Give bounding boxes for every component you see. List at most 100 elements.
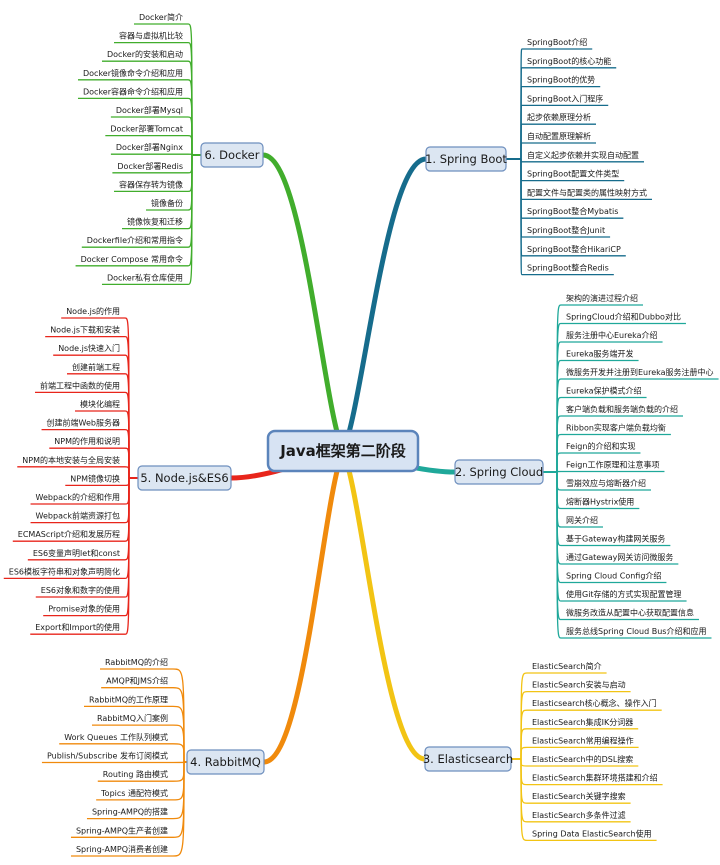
- leaf-label: 镜像备份: [151, 198, 183, 208]
- leaf-label: Docker部署Mysql: [116, 105, 183, 115]
- leaf-springcloud-10[interactable]: 雪崩效应与熔断器介绍: [556, 471, 651, 491]
- branch-node-springcloud[interactable]: 2. Spring Cloud: [454, 459, 544, 485]
- leaf-label: 自动配置原理解析: [527, 131, 591, 141]
- branch-label: 3. Elasticsearch: [423, 752, 513, 766]
- leaf-label: Topics 通配符模式: [100, 788, 168, 798]
- branch-node-docker[interactable]: 6. Docker: [200, 142, 264, 168]
- leaf-rabbitmq-10[interactable]: Spring-AMPQ消费者创建: [70, 761, 185, 857]
- leaf-label: 网关介绍: [566, 515, 598, 525]
- leaf-docker-8[interactable]: Docker部署Redis: [112, 154, 193, 174]
- leaf-label: NPM的本地安装与全局安装: [22, 455, 120, 465]
- leaf-springboot-8[interactable]: 配置文件与配置类的属性映射方式: [520, 158, 652, 201]
- leaf-label: ES6对象和数字的使用: [41, 585, 120, 595]
- center-node[interactable]: Java框架第二阶段: [266, 429, 420, 473]
- leaf-label: Node.js的作用: [66, 306, 120, 316]
- leaf-connector: [172, 761, 185, 820]
- leaf-label: ElasticSearch多条件过滤: [532, 810, 626, 820]
- branch-node-springboot[interactable]: 1. Spring Boot: [425, 146, 507, 172]
- leaf-label: 创建前端工程: [72, 362, 120, 372]
- leaf-label: Spring-AMPQ的搭建: [92, 807, 168, 817]
- leaf-nodejs-8[interactable]: NPM的本地安装与全局安装: [17, 455, 130, 479]
- leaf-label: Docker镜像命令介绍和应用: [83, 68, 183, 78]
- leaf-docker-7[interactable]: Docker部署Nginx: [110, 142, 193, 156]
- leaf-label: Eureka服务端开发: [566, 349, 634, 359]
- leaf-connector: [556, 452, 562, 473]
- leaf-label: ElasticSearch集群环境搭建和介绍: [532, 773, 658, 783]
- leaf-label: 使用Git存储的方式实现配置管理: [566, 589, 682, 599]
- leaf-label: SpringBoot整合Mybatis: [527, 206, 618, 216]
- leaf-label: SpringBoot配置文件类型: [527, 169, 619, 179]
- leaf-connector: [124, 466, 130, 479]
- leaf-springcloud-18[interactable]: 服务总线Spring Cloud Bus介绍和应用: [556, 471, 712, 639]
- leaf-nodejs-12[interactable]: ECMAScript介绍和发展历程: [12, 477, 130, 542]
- leaf-label: Spring Data ElasticSearch使用: [532, 828, 652, 838]
- leaf-label: SpringCloud介绍和Dubbo对比: [566, 312, 681, 322]
- leaf-docker-6[interactable]: Docker部署Tomcat: [105, 124, 193, 156]
- leaf-label: 起步依赖原理分析: [527, 112, 591, 122]
- leaf-nodejs-9[interactable]: NPM镜像切换: [65, 473, 130, 487]
- leaf-label: 架构的演进过程介绍: [566, 293, 638, 303]
- leaf-label: Webpack前端资源打包: [36, 511, 120, 521]
- branch-nodes: 1. Spring Boot 2. Spring Cloud 3. Elastics…: [137, 142, 544, 775]
- leaf-label: Webpack的介绍和作用: [36, 492, 120, 502]
- leaf-elasticsearch-5[interactable]: ElasticSearch中的DSL搜索: [520, 754, 639, 767]
- leaf-label: ES6变量声明let和const: [33, 548, 120, 558]
- branch-node-nodejs[interactable]: 5. Node.js&ES6: [137, 465, 232, 491]
- leaf-springcloud-9[interactable]: Feign工作原理和注意事项: [556, 460, 665, 473]
- leaf-label: 配置文件与配置类的属性映射方式: [527, 187, 647, 197]
- branch-node-elasticsearch[interactable]: 3. Elasticsearch: [423, 746, 513, 772]
- leaf-springboot-5[interactable]: 自动配置原理解析: [520, 131, 596, 160]
- branch-node-box: [186, 749, 265, 775]
- leaf-connector: [172, 761, 185, 764]
- leaf-label: SpringBoot整合HikariCP: [527, 244, 621, 254]
- leaf-label: 镜像恢复和迁移: [127, 217, 183, 227]
- leaf-label: ElasticSearch常用编程操作: [532, 735, 634, 745]
- leaf-docker-14[interactable]: Docker私有仓库使用: [101, 154, 193, 286]
- leaf-label: Ribbon实现客户端负载均衡: [566, 423, 666, 433]
- leaf-rabbitmq-6[interactable]: Routing 路由模式: [97, 761, 185, 782]
- leaf-label: Dockerfile介绍和常用指令: [87, 235, 183, 245]
- leaf-label: 客户端负载和服务端负载的介绍: [566, 404, 678, 414]
- leaf-nodejs-17[interactable]: Export和Import的使用: [30, 477, 130, 635]
- leaf-label: ElasticSearch关键字搜索: [532, 791, 626, 801]
- leaf-label: Spring Cloud Config介绍: [566, 571, 661, 581]
- leaf-elasticsearch-4[interactable]: ElasticSearch常用编程操作: [520, 735, 639, 760]
- leaf-label: SpringBoot整合Redis: [527, 263, 609, 273]
- leaf-connector: [187, 154, 193, 286]
- connector-elasticsearch: [340, 448, 428, 762]
- leaf-springboot-3[interactable]: SpringBoot入门程序: [520, 93, 609, 160]
- leaf-springcloud-8[interactable]: Feign的介绍和实现: [556, 441, 641, 473]
- connector-rabbitmq: [261, 448, 346, 765]
- leaf-connector: [520, 746, 528, 760]
- leaf-elasticsearch-9[interactable]: Spring Data ElasticSearch使用: [520, 758, 657, 842]
- leaf-springboot-12[interactable]: SpringBoot整合Redis: [520, 158, 614, 276]
- leaf-label: AMQP和JMS介绍: [106, 676, 168, 686]
- branch-node-box: [425, 146, 507, 172]
- leaf-label: NPM的作用和说明: [54, 436, 120, 446]
- leaf-label: Docker部署Redis: [117, 161, 183, 171]
- leaf-label: Spring-AMPQ生产者创建: [76, 825, 168, 835]
- center-title: Java框架第二阶段: [279, 442, 406, 460]
- branch-node-rabbitmq[interactable]: 4. RabbitMQ: [186, 749, 265, 775]
- leaf-label: 容器与虚拟机比较: [119, 31, 183, 41]
- leaf-connector: [172, 705, 185, 763]
- leaf-rabbitmq-5[interactable]: Publish/Subscribe 发布订阅模式: [41, 751, 185, 764]
- leaf-label: Feign工作原理和注意事项: [566, 460, 659, 470]
- center-node-box: [266, 429, 420, 473]
- connector-docker: [260, 152, 346, 454]
- leaf-label: Docker Compose 常用命令: [81, 254, 183, 264]
- leaf-rabbitmq-0[interactable]: RabbitMQ的介绍: [100, 657, 185, 763]
- branch-label: 1. Spring Boot: [425, 152, 507, 166]
- leaf-rabbitmq-4[interactable]: Work Queues 工作队列模式: [59, 732, 185, 763]
- leaf-elasticsearch-8[interactable]: ElasticSearch多条件过滤: [520, 758, 631, 823]
- leaf-docker-2[interactable]: Docker的安装和启动: [101, 49, 193, 156]
- leaf-label: 微服务开发并注册到Eureka服务注册中心: [566, 367, 714, 377]
- leaf-label: Node.js快速入门: [58, 343, 120, 353]
- leaf-connector: [187, 134, 193, 156]
- leaf-label: 容器保存转为镜像: [119, 179, 183, 189]
- leaf-springcloud-4[interactable]: 微服务开发并注册到Eureka服务注册中心: [556, 367, 719, 473]
- leaf-springboot-6[interactable]: 自定义起步依赖并实现自动配置: [520, 150, 644, 163]
- leaf-connector: [556, 470, 562, 473]
- leaf-connector: [172, 761, 185, 782]
- leaf-label: ElasticSearch简介: [532, 661, 602, 671]
